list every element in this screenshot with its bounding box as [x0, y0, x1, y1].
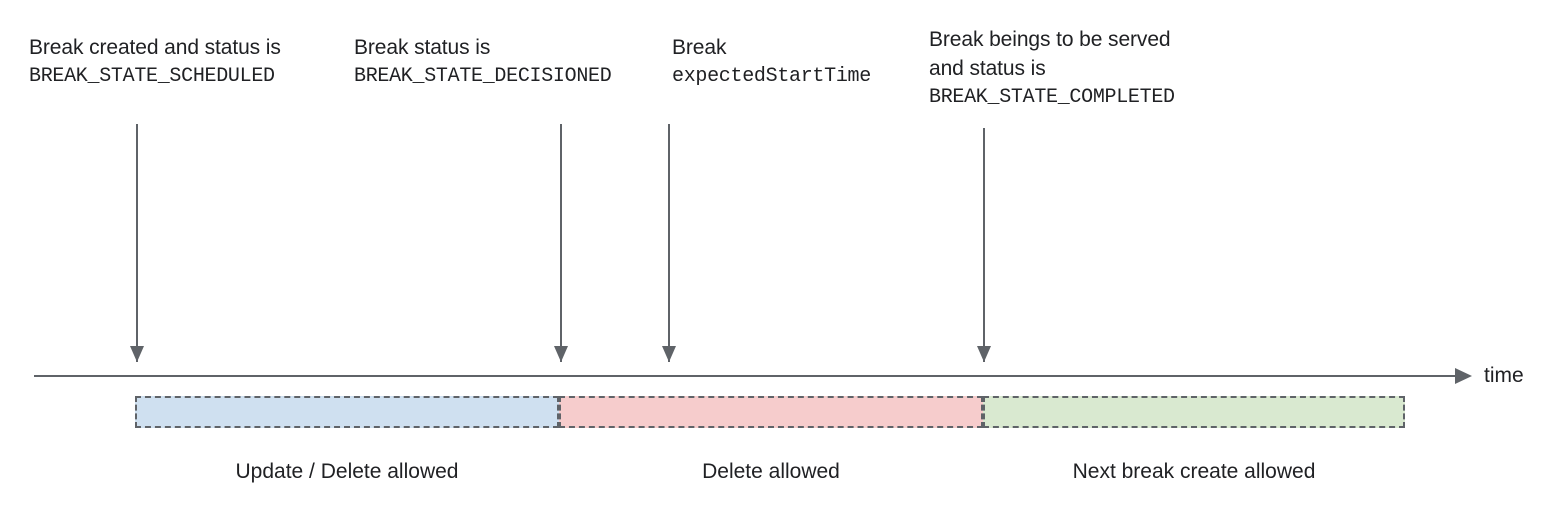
phase-bar-update-delete	[135, 396, 559, 428]
phase-bar-delete-only	[559, 396, 983, 428]
event-label-break-completed: Break beings to be served and status is …	[929, 25, 1175, 112]
arrow-shaft	[560, 124, 562, 362]
event-marker-arrow-break-decisioned	[554, 124, 568, 362]
time-axis-label: time	[1484, 364, 1524, 387]
arrow-head-icon	[554, 346, 568, 362]
phase-caption-next-create: Next break create allowed	[1072, 460, 1316, 483]
event-marker-arrow-break-completed	[977, 128, 991, 362]
arrow-shaft	[136, 124, 138, 362]
event-label-status-code: BREAK_STATE_DECISIONED	[354, 65, 612, 88]
event-label-line: and status is	[929, 57, 1046, 80]
event-label-expected-start-time: Break expectedStartTime	[672, 33, 871, 91]
phase-caption-delete-only: Delete allowed	[702, 460, 840, 483]
arrow-head-icon	[130, 346, 144, 362]
event-marker-arrow-expected-start-time	[662, 124, 676, 362]
event-label-status-code: BREAK_STATE_COMPLETED	[929, 86, 1175, 109]
event-label-line: Break created and status is	[29, 36, 281, 59]
time-axis-arrow-icon	[1455, 368, 1472, 384]
event-label-line: Break status is	[354, 36, 491, 59]
phase-bar-next-create	[983, 396, 1405, 428]
event-label-break-decisioned: Break status is BREAK_STATE_DECISIONED	[354, 33, 612, 91]
arrow-head-icon	[662, 346, 676, 362]
phase-caption-update-delete: Update / Delete allowed	[235, 460, 459, 483]
event-label-status-code: BREAK_STATE_SCHEDULED	[29, 65, 275, 88]
arrow-shaft	[668, 124, 670, 362]
event-label-field-name: expectedStartTime	[672, 65, 871, 88]
arrow-head-icon	[977, 346, 991, 362]
event-label-break-created: Break created and status is BREAK_STATE_…	[29, 33, 281, 91]
event-label-line: Break beings to be served	[929, 28, 1171, 51]
time-axis-line	[34, 375, 1470, 377]
event-label-line: Break	[672, 36, 727, 59]
arrow-shaft	[983, 128, 985, 362]
event-marker-arrow-break-created	[130, 124, 144, 362]
